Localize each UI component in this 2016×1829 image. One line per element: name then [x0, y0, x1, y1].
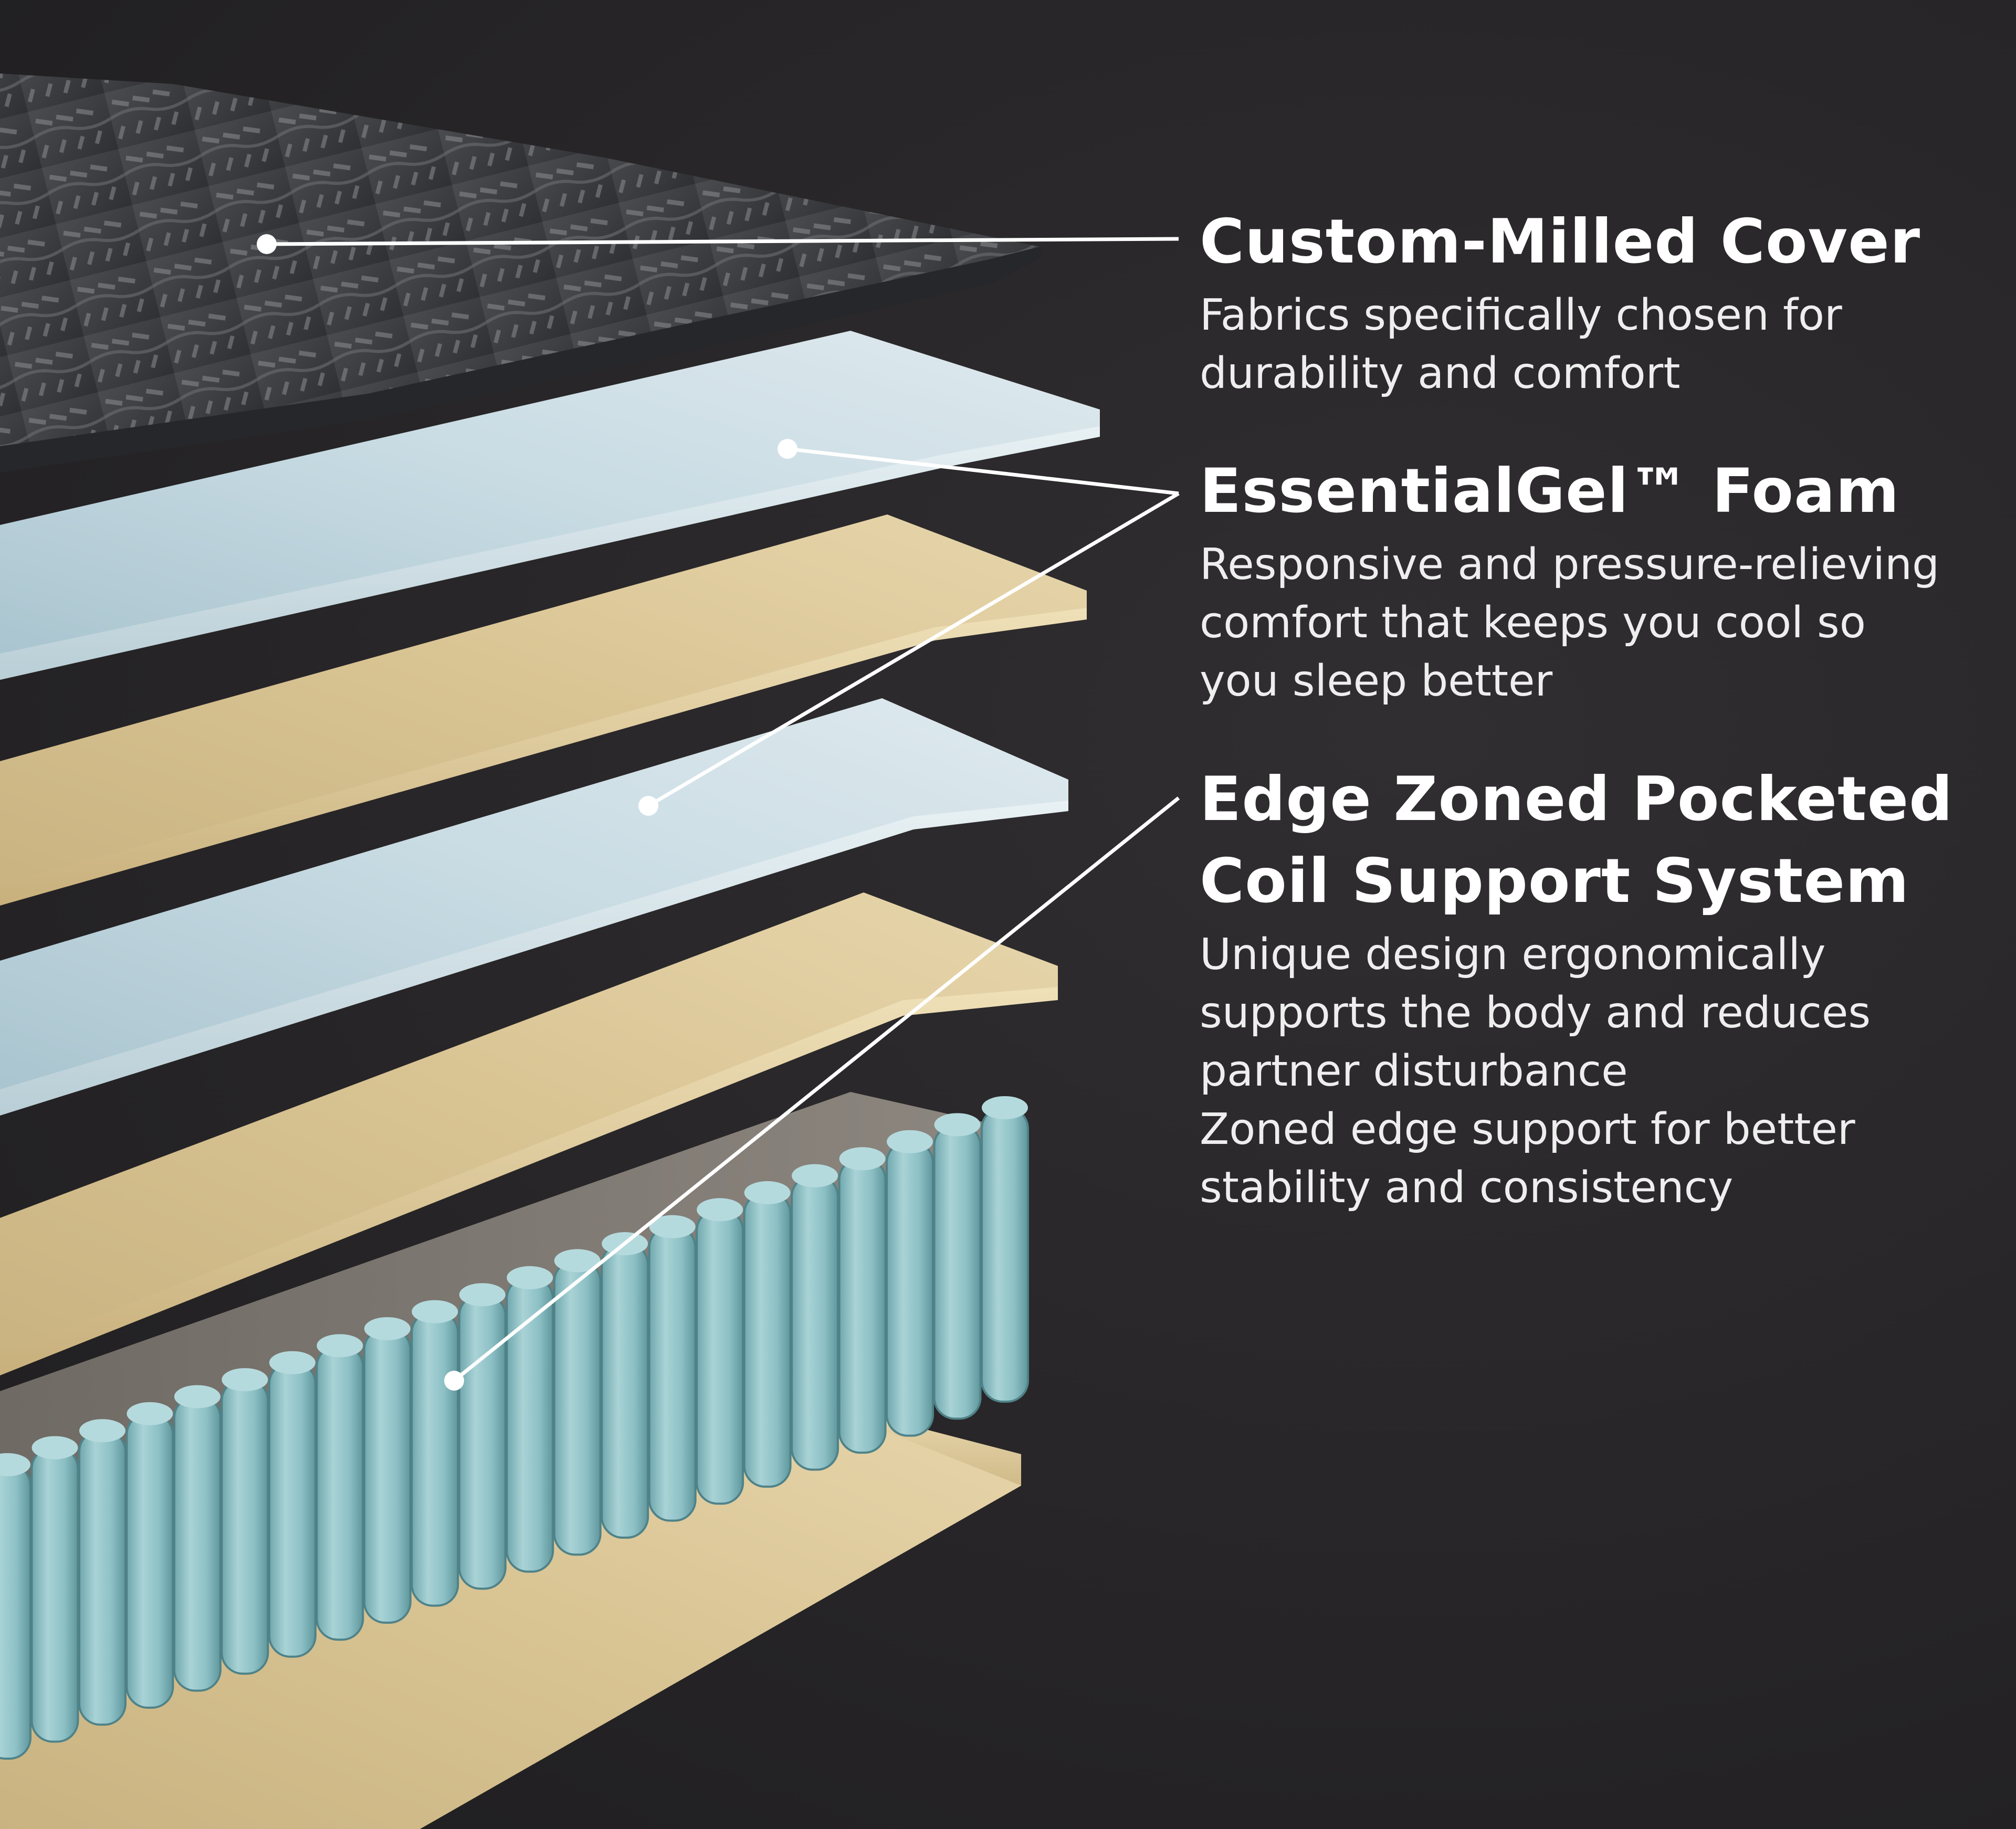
- coil-pocket-top: [649, 1215, 696, 1238]
- coil-pocket: [78, 1429, 127, 1726]
- leader-dots: [257, 234, 797, 1391]
- gel-callout-dot-upper: [778, 439, 797, 459]
- coil-pocket: [601, 1243, 649, 1539]
- coil-pocket: [458, 1294, 507, 1590]
- gel-foam-callout-description: Responsive and pressure-relieving comfor…: [1200, 540, 1940, 706]
- leader-lines: [266, 237, 1180, 1382]
- lower-foam-layer: [0, 892, 1058, 1375]
- lower-gel-foam-layer: [0, 698, 1068, 1116]
- coil-pocket-top: [792, 1164, 838, 1187]
- coil-pocket: [933, 1123, 982, 1420]
- coil-pocket: [30, 1446, 79, 1743]
- coil-pocket-top: [222, 1368, 268, 1392]
- cover-callout-description: Fabrics specifically chosen for durabili…: [1200, 290, 1842, 398]
- coil-pocket: [838, 1158, 887, 1454]
- cover-callout: Custom-Milled Cover Fabrics specifically…: [1200, 201, 1920, 403]
- coil-pocket-top: [79, 1419, 125, 1443]
- cover-callout-dot: [257, 234, 277, 254]
- coil-pocket: [791, 1174, 839, 1471]
- coil-pocket: [363, 1327, 412, 1624]
- coil-pocket-top: [839, 1147, 886, 1171]
- upper-foam-layer: [0, 514, 1087, 906]
- coil-pocket-top: [744, 1181, 791, 1204]
- coil-pocket: [743, 1191, 792, 1488]
- gel-foam-callout-title: EssentialGel™ Foam: [1200, 456, 1900, 527]
- coil-pocket-top: [507, 1266, 553, 1289]
- coil-pocket-top: [317, 1334, 363, 1358]
- coil-pocket: [696, 1208, 744, 1505]
- pocketed-coil-layer: [0, 1092, 1029, 1760]
- coil-callout-description: Unique design ergonomically supports the…: [1200, 930, 1871, 1213]
- coil-leader-line: [453, 796, 1180, 1382]
- upper-gel-foam-layer: [0, 331, 1100, 680]
- coil-pocket-top: [32, 1436, 78, 1459]
- cover-callout-title: Custom-Milled Cover: [1200, 206, 1921, 277]
- gel-leader-line-lower: [647, 491, 1180, 808]
- coil-pocket-top: [127, 1402, 173, 1425]
- coil-pocket: [316, 1344, 364, 1641]
- coil-pocket: [553, 1259, 602, 1556]
- cover-leader-line: [266, 237, 1179, 246]
- coil-pocket-top: [0, 1453, 30, 1476]
- coil-pocket: [125, 1412, 174, 1709]
- coil-pocket-top: [412, 1300, 458, 1323]
- coil-pocket-top: [982, 1096, 1028, 1119]
- coil-pocket-top: [364, 1317, 411, 1340]
- coil-callout: Edge Zoned Pocketed Coil Support System …: [1200, 759, 1953, 1217]
- coil-pocket: [268, 1361, 317, 1658]
- coil-pocket: [981, 1107, 1029, 1403]
- coil-pocket-top: [269, 1351, 316, 1374]
- coil-pocket: [220, 1379, 269, 1675]
- coil-pocket: [0, 1464, 32, 1760]
- coil-pocket: [173, 1395, 222, 1692]
- coil-pocket: [886, 1140, 934, 1437]
- custom-milled-cover-layer: [0, 73, 1042, 472]
- coil-pocket-top: [934, 1113, 981, 1137]
- coil-pocket-top: [887, 1130, 933, 1153]
- coil-callout-title: Edge Zoned Pocketed Coil Support System: [1200, 764, 1954, 917]
- coil-pocket-top: [697, 1198, 743, 1222]
- coil-pocket-top: [459, 1283, 506, 1307]
- coil-pocket-top: [174, 1385, 220, 1408]
- coil-pocket: [648, 1225, 697, 1522]
- gel-leader-line-upper: [787, 447, 1179, 496]
- coil-pocket-top: [554, 1249, 601, 1273]
- coil-pocket: [411, 1310, 459, 1607]
- gel-foam-callout: EssentialGel™ Foam Responsive and pressu…: [1200, 450, 1939, 710]
- coil-callout-dot: [444, 1371, 464, 1391]
- gel-callout-dot-lower: [638, 796, 658, 816]
